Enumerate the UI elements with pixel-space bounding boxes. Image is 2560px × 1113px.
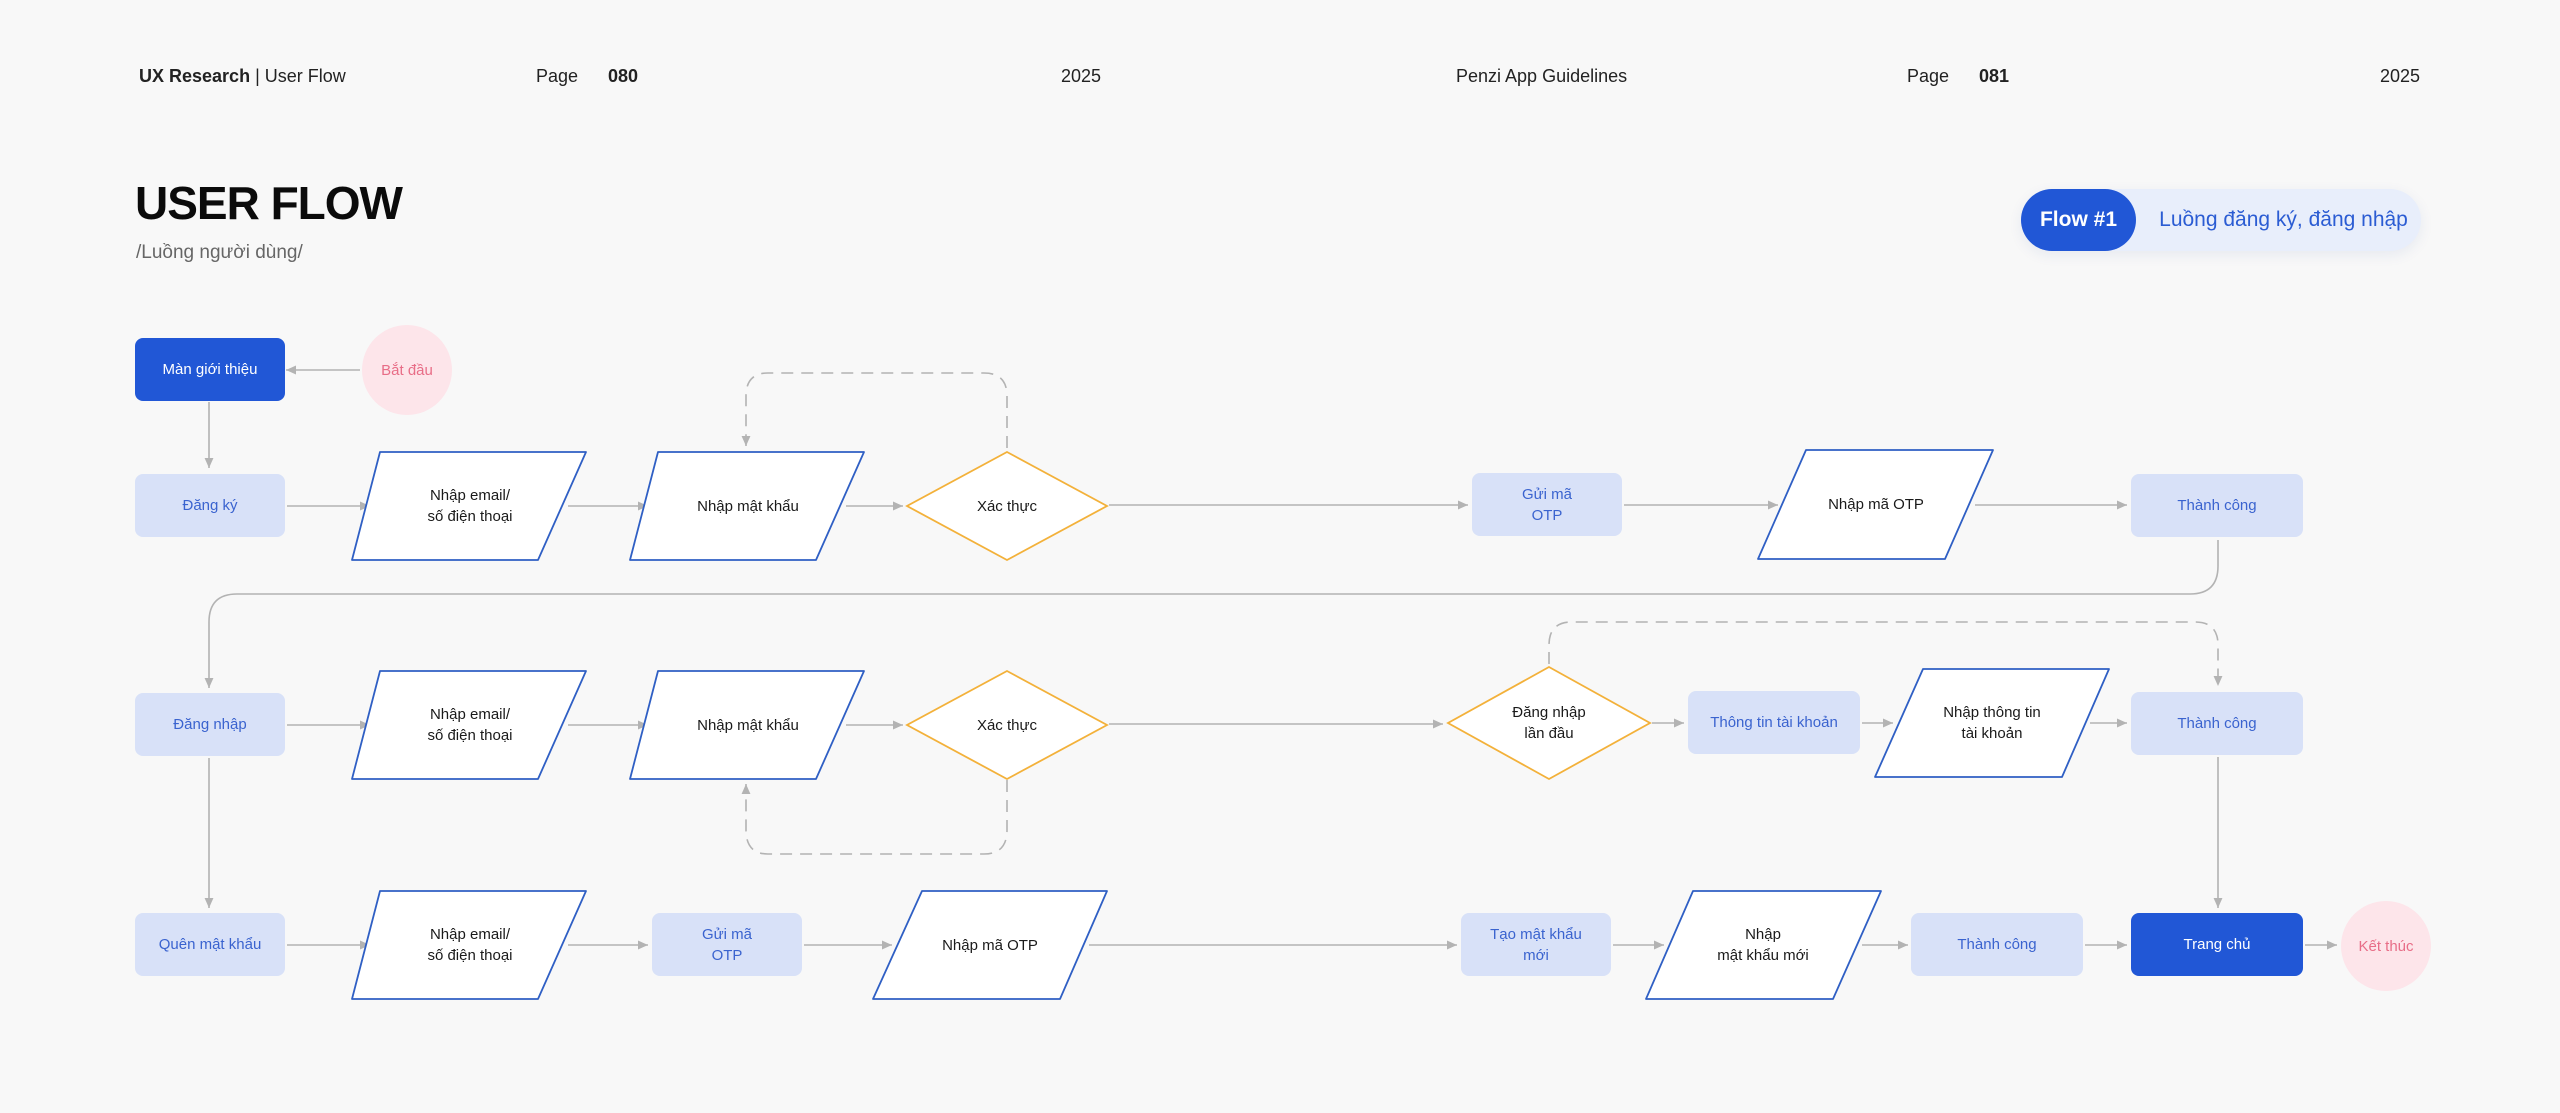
year-right: 2025 (2380, 66, 2421, 86)
node-r1-verify: Xác thực (976, 497, 1038, 515)
node-r2-verify: Xác thực (976, 716, 1038, 734)
edge-verify-retry-1 (741, 372, 1008, 448)
shape-r2-pass (629, 670, 865, 780)
node-start: Bắt đầu (362, 325, 452, 415)
node-r1-send-otp: Gửi mã OTP (1472, 473, 1622, 536)
edge-verify-retry-2 (741, 780, 1008, 855)
shape-r1-enterotp (1757, 449, 1994, 560)
shape-r3-newpass (1645, 890, 1882, 1000)
shape-r3-enterotp (872, 890, 1108, 1000)
shape-r2-input (351, 670, 587, 780)
node-home: Trang chủ (2131, 913, 2303, 976)
header-section-title: UX Research | User Flow (139, 66, 346, 87)
page-subtitle: /Luồng người dùng/ (136, 242, 303, 263)
node-signup: Đăng ký (135, 474, 285, 537)
node-r2-input: Nhập email/ số điện thoại (427, 706, 513, 744)
shape-r2-enterinfo (1874, 668, 2110, 778)
page-label-right: Page (1907, 66, 1950, 86)
shape-r2-first (1446, 665, 1652, 781)
edge-first-skip (1548, 621, 2223, 686)
node-end: Kết thúc (2341, 901, 2431, 991)
shape-r3-input (351, 890, 587, 1000)
node-r1-pass: Nhập mật khẩu (697, 497, 799, 515)
node-r3-success: Thành công (1911, 913, 2083, 976)
node-r2-first-login: Đăng nhập lần đầu (1512, 704, 1586, 742)
page-number-left: 080 (608, 66, 639, 86)
node-r2-account-info: Thông tin tài khoản (1688, 691, 1860, 754)
node-r2-enter-info: Nhập thông tin tài khoản (1943, 704, 2041, 742)
header-section-rest: | User Flow (250, 66, 346, 86)
node-r1-success: Thành công (2131, 474, 2303, 537)
node-r3-new-password: Nhập mật khẩu mới (1717, 926, 1809, 964)
flow-number-badge: Flow #1 (2021, 189, 2136, 251)
shape-r2-verify (905, 669, 1109, 781)
header-section-bold: UX Research (139, 66, 251, 86)
node-r3-enter-otp: Nhập mã OTP (942, 936, 1038, 954)
page-number-right: 081 (1979, 66, 2010, 86)
node-r2-pass: Nhập mật khẩu (697, 716, 799, 734)
shape-r1-verify (905, 450, 1109, 562)
shape-r1-input (351, 451, 587, 561)
node-r1-input: Nhập email/ số điện thoại (427, 487, 513, 525)
node-r3-send-otp: Gửi mã OTP (652, 913, 802, 976)
node-r3-create-password: Tạo mật khẩu mới (1461, 913, 1611, 976)
node-login: Đăng nhập (135, 693, 285, 756)
shape-r1-pass (629, 451, 865, 561)
doc-title: Penzi App Guidelines (1456, 66, 1628, 86)
flow-name-label: Luồng đăng ký, đăng nhập (2159, 208, 2408, 231)
node-forgot-password: Quên mật khẩu (135, 913, 285, 976)
page-label-left: Page (536, 66, 579, 86)
node-r2-success: Thành công (2131, 692, 2303, 755)
node-intro: Màn giới thiệu (135, 338, 285, 401)
edge-success-login (204, 540, 2219, 688)
page-title: USER FLOW (135, 177, 403, 229)
year-left: 2025 (1061, 66, 1102, 86)
node-r3-input: Nhập email/ số điện thoại (427, 926, 513, 964)
node-r1-enter-otp: Nhập mã OTP (1828, 496, 1924, 513)
